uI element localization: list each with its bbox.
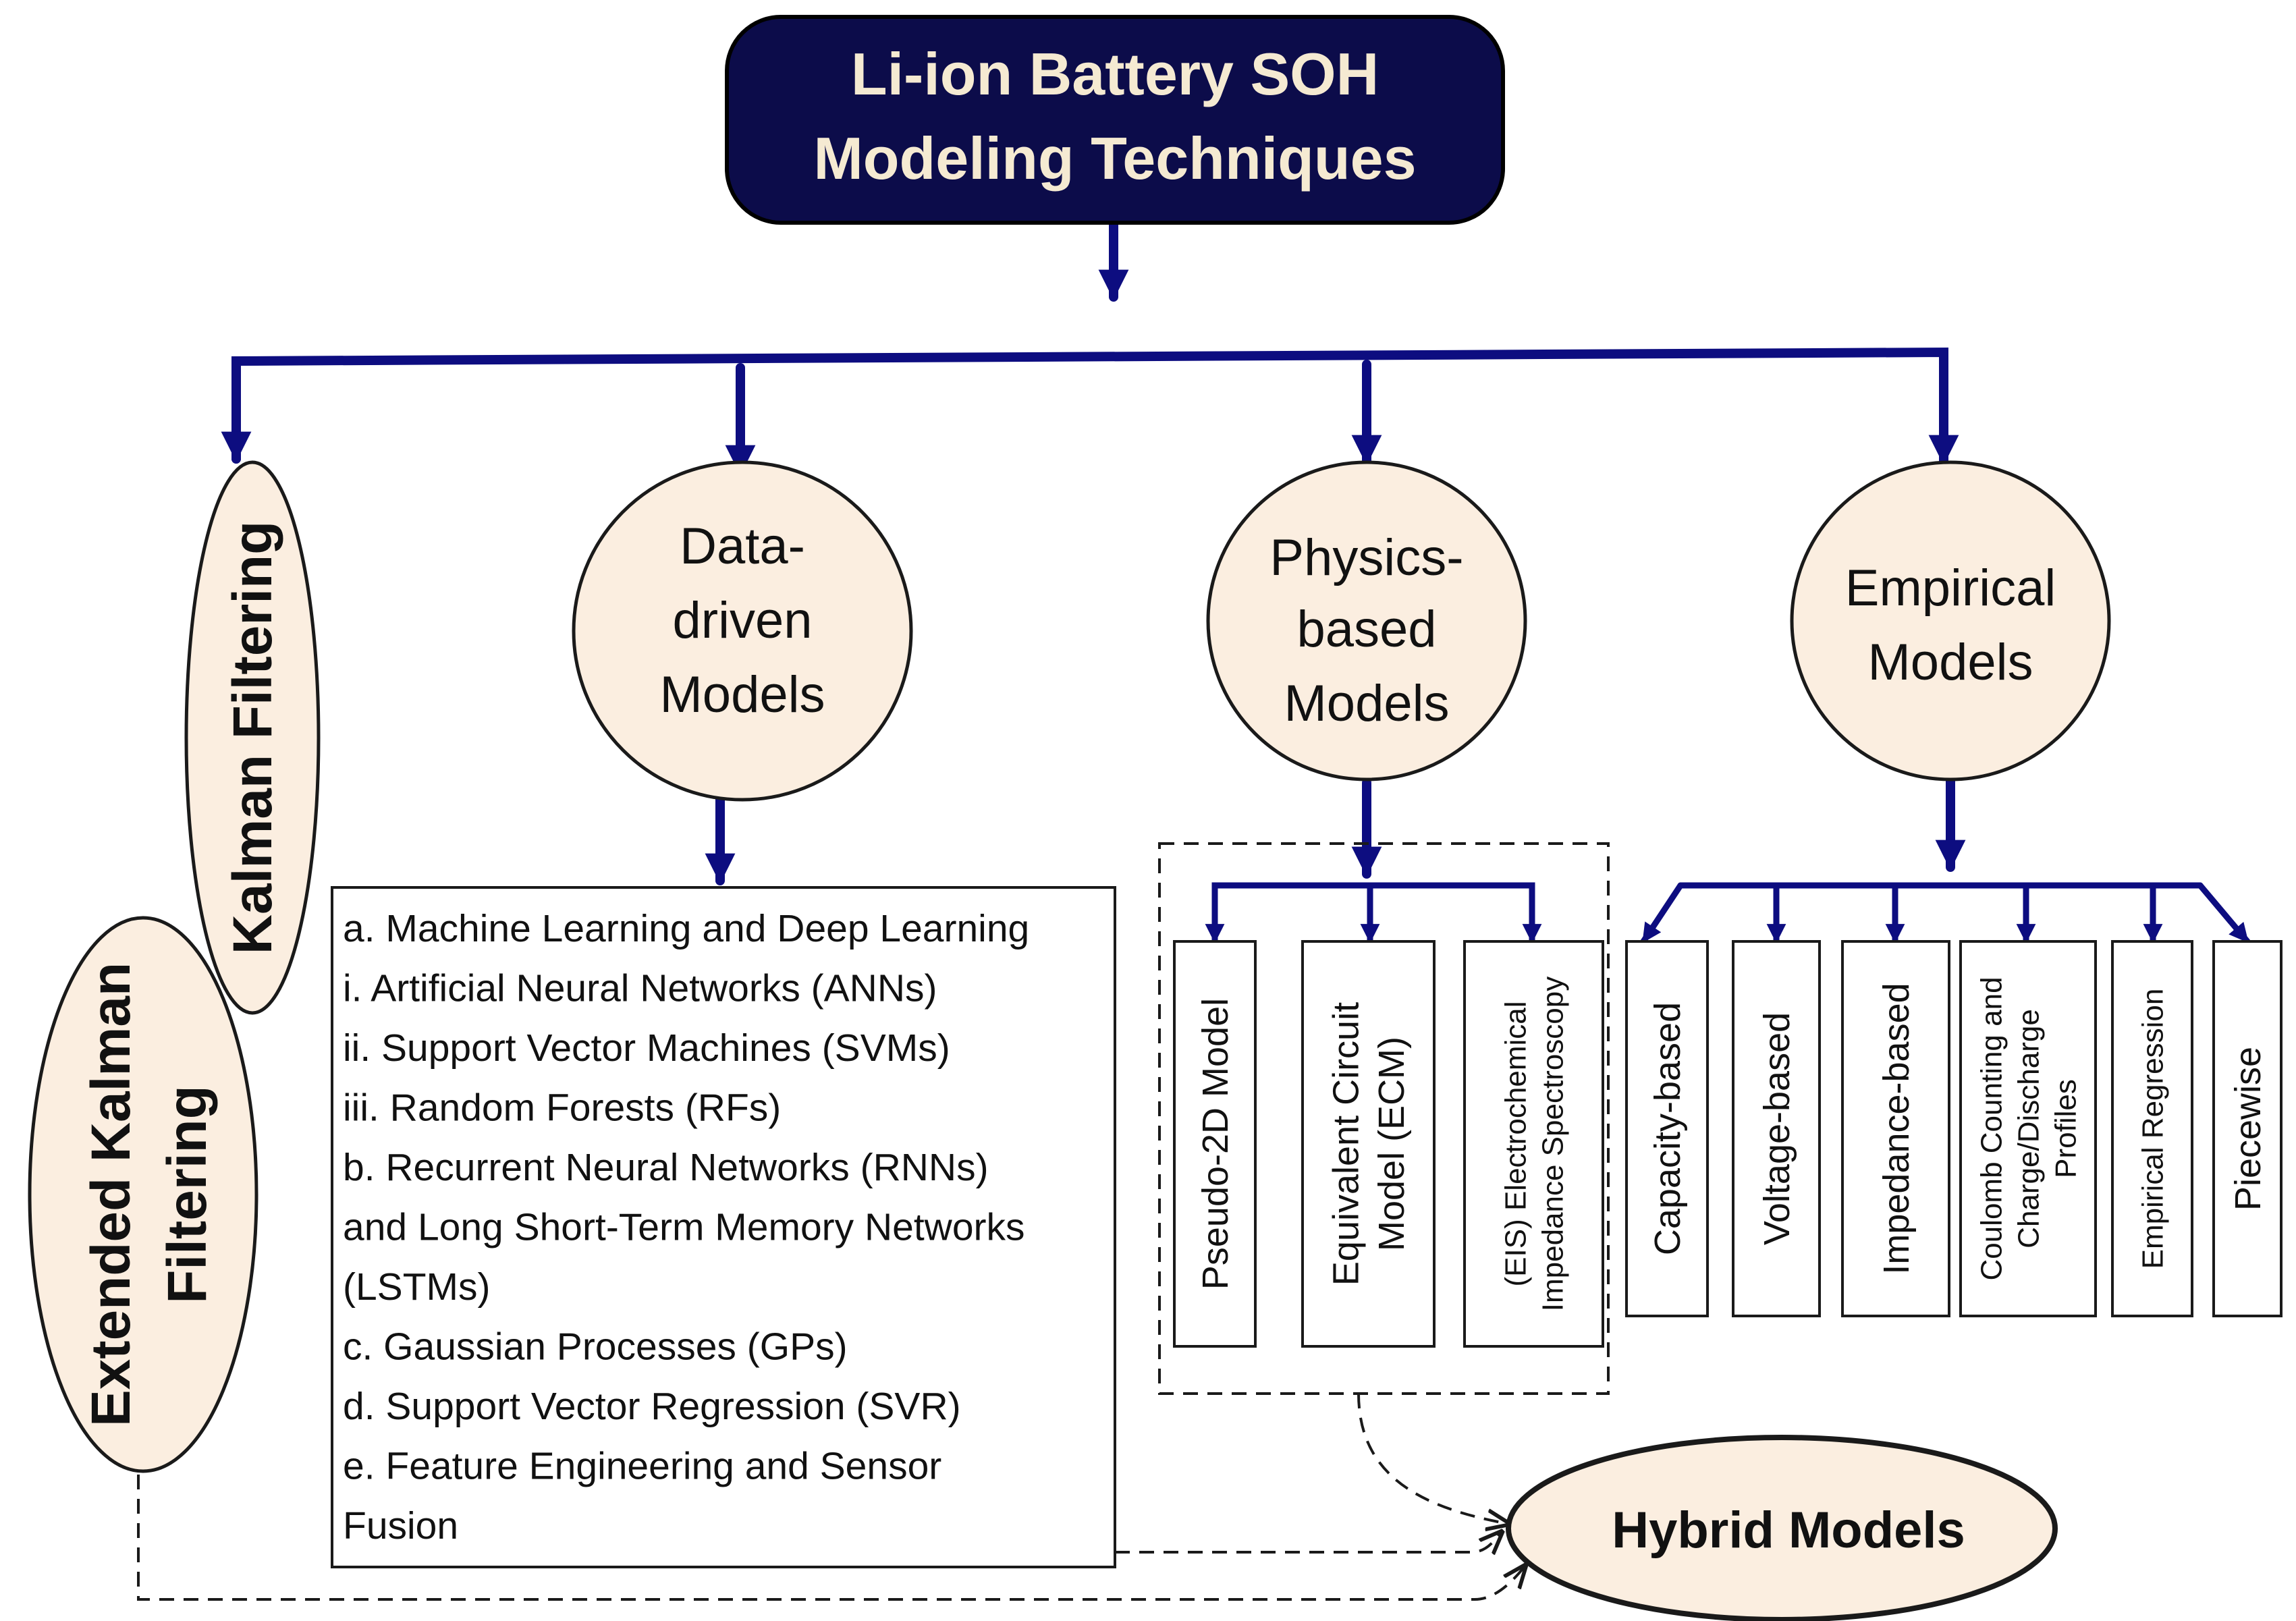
data-driven-list-item: i. Artificial Neural Networks (ANNs) <box>343 967 937 1010</box>
empirical-line2: Models <box>1868 634 2033 691</box>
data-driven-list: a. Machine Learning and Deep Learning i. … <box>331 886 1116 1568</box>
empirical-sub-label: Voltage-based <box>1757 1012 1797 1245</box>
dashed-list-to-hybrid <box>1115 1532 1502 1552</box>
kalman-node: Kalman Filtering <box>184 460 321 1015</box>
empirical-sub-label: Impedance-based <box>1876 983 1917 1274</box>
hybrid-ellipse <box>1506 1435 2058 1621</box>
empirical-sub-boxes: Capacity-based Voltage-based Impedance-bas… <box>1625 940 2283 1317</box>
data-driven-list-item: a. Machine Learning and Deep Learning <box>343 907 1029 950</box>
physics-line2: based <box>1296 601 1436 658</box>
empirical-sub-rect <box>1959 940 2097 1317</box>
data-driven-list-item: d. Support Vector Regression (SVR) <box>343 1385 961 1428</box>
data-driven-list-item: b. Recurrent Neural Networks (RNNs) <box>343 1146 989 1189</box>
data-driven-circle <box>572 460 913 802</box>
extended-kalman-line1: Extended Kalman <box>80 962 142 1427</box>
branch-bar <box>231 347 1948 464</box>
physics-line3: Models <box>1284 675 1450 732</box>
physics-sub-label: Pseudo-2D Model <box>1195 998 1236 1290</box>
physics-node: Physics- based Models <box>1206 460 1527 781</box>
arrow-to-piecewise <box>2197 882 2251 945</box>
physics-sub-rect <box>1173 940 1257 1348</box>
kalman-label: Kalman Filtering <box>222 521 283 954</box>
empirical-sub-rect <box>1841 940 1950 1317</box>
data-driven-list-item: c. Gaussian Processes (GPs) <box>343 1325 848 1369</box>
empirical-circle <box>1790 460 2111 781</box>
empirical-sub-label: Capacity-based <box>1647 1002 1688 1255</box>
root-node: Li-ion Battery SOH Modeling Techniques <box>725 15 1505 225</box>
physics-sub-label: Model (ECM) <box>1371 1037 1412 1251</box>
hybrid-label: Hybrid Models <box>1612 1502 1965 1559</box>
physics-sub-connectors <box>1205 882 1542 945</box>
dashed-ekf-to-hybrid <box>137 1475 1525 1601</box>
dashed-physics-to-hybrid <box>1357 1393 1508 1524</box>
empirical-sub-rect <box>1732 940 1821 1317</box>
data-driven-list-items: a. Machine Learning and Deep Learning i. … <box>343 907 1029 1547</box>
empirical-sub-box-3: Impedance-based <box>1841 940 1950 1317</box>
data-driven-list-item: and Long Short-Term Memory Networks <box>343 1206 1025 1249</box>
data-driven-list-item: ii. Support Vector Machines (SVMs) <box>343 1026 950 1070</box>
empirical-sub-label: Charge/Discharge <box>2012 1009 2045 1248</box>
empirical-sub-connectors <box>1640 882 2251 945</box>
physics-sub-label: Equivalent Circuit <box>1326 1002 1367 1286</box>
data-driven-list-box <box>331 886 1116 1568</box>
physics-sub-label: Impedance Spectroscopy <box>1536 977 1569 1312</box>
data-driven-line1: Data- <box>680 518 805 575</box>
data-driven-list-item: Fusion <box>343 1504 458 1547</box>
hybrid-node: Hybrid Models <box>1506 1435 2058 1621</box>
kalman-ellipse <box>184 460 321 1015</box>
empirical-sub-label: Profiles <box>2049 1079 2082 1178</box>
physics-circle <box>1206 460 1527 781</box>
physics-line1: Physics- <box>1269 529 1463 586</box>
physics-group-border <box>1158 842 1610 1395</box>
physics-sub-box-1: Pseudo-2D Model <box>1173 940 1257 1348</box>
empirical-node: Empirical Models <box>1790 460 2111 781</box>
data-driven-list-item: iii. Random Forests (RFs) <box>343 1087 781 1130</box>
root-title-line2: Modeling Techniques <box>813 125 1416 192</box>
empirical-line1: Empirical <box>1845 559 2056 617</box>
data-driven-line2: driven <box>673 592 813 649</box>
extended-kalman-line2: Filtering <box>157 1085 218 1303</box>
physics-sub-label: (EIS) Electrochemical <box>1499 1001 1532 1286</box>
empirical-sub-box-1: Capacity-based <box>1625 940 1709 1317</box>
root-title-line1: Li-ion Battery SOH <box>851 40 1379 107</box>
arrow-to-capacity <box>1640 882 1684 945</box>
empirical-sub-label: Empirical Regression <box>2136 989 2169 1269</box>
extended-kalman-node: Extended Kalman Filtering <box>28 916 258 1473</box>
data-driven-line3: Models <box>660 666 825 723</box>
empirical-sub-rect <box>2111 940 2193 1317</box>
dashed-connectors <box>137 1393 1525 1601</box>
data-driven-list-item: (LSTMs) <box>343 1265 490 1309</box>
empirical-sub-rect <box>2212 940 2283 1317</box>
main-connectors <box>221 218 1966 885</box>
extended-kalman-ellipse <box>28 916 258 1473</box>
empirical-sub-box-6: Piecewise <box>2212 940 2283 1317</box>
empirical-sub-label: Coulomb Counting and <box>1975 977 2008 1280</box>
data-driven-node: Data- driven Models <box>572 460 913 802</box>
empirical-sub-box-2: Voltage-based <box>1732 940 1821 1317</box>
empirical-sub-rect <box>1625 940 1709 1317</box>
empirical-sub-label: Piecewise <box>2228 1047 2268 1211</box>
empirical-sub-box-5: Empirical Regression <box>2111 940 2193 1317</box>
physics-sub-rect <box>1301 940 1436 1348</box>
data-driven-list-item: e. Feature Engineering and Sensor <box>343 1445 941 1488</box>
physics-sub-bar <box>1211 882 1535 938</box>
physics-sub-rect <box>1463 940 1604 1348</box>
root-box <box>725 15 1505 225</box>
